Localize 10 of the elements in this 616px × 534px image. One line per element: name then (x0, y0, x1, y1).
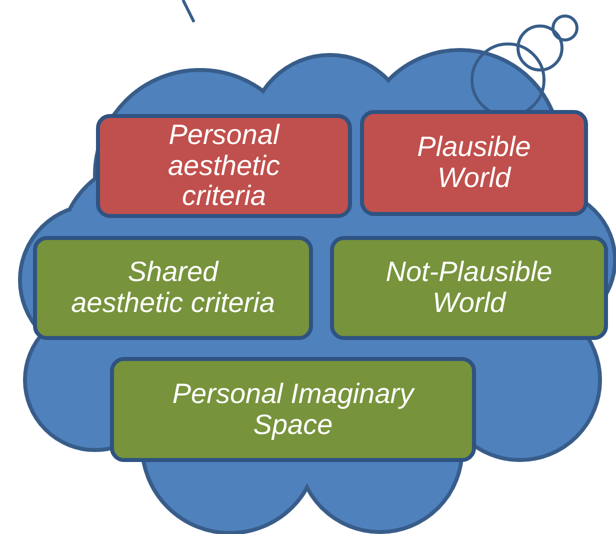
text-box (360, 110, 588, 216)
box-label: Personal aesthetic criteria (166, 120, 282, 212)
text-box (330, 236, 608, 340)
text-box (33, 236, 313, 340)
box-label: Shared aesthetic criteria (71, 257, 275, 319)
box-label: Personal Imaginary Space (171, 378, 416, 440)
box-label: Not-Plausible World (384, 257, 554, 319)
text-box (96, 114, 352, 218)
text-box (110, 357, 476, 462)
box-label: Plausible World (416, 132, 532, 194)
